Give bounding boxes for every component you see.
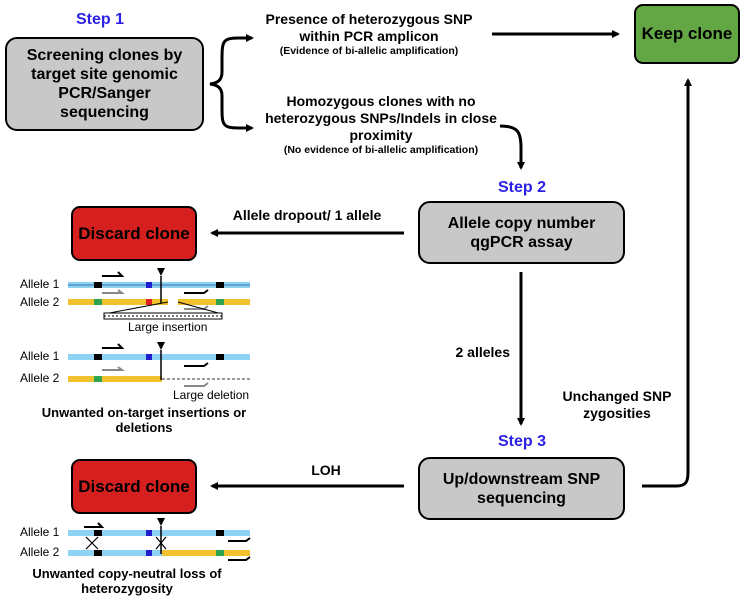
arrow-unchanged xyxy=(642,78,692,488)
allele-dropout-label: Allele dropout/ 1 allele xyxy=(232,207,382,223)
step3-label: Step 3 xyxy=(497,433,546,450)
discard-clone-box-2: Discard clone xyxy=(71,459,197,514)
allele2-label-b: Allele 2 xyxy=(20,371,60,385)
het-snp-main: Presence of heterozygous SNP within PCR … xyxy=(265,11,473,44)
keep-clone-box: Keep clone xyxy=(634,4,740,64)
homozygous-main: Homozygous clones with no heterozygous S… xyxy=(265,93,497,143)
allele1-label-b: Allele 1 xyxy=(20,349,60,363)
step1-label: Step 1 xyxy=(75,11,124,28)
step2-label: Step 2 xyxy=(497,179,546,196)
ontarget-caption: Unwanted on-target insertions or deletio… xyxy=(41,405,247,435)
het-snp-label: Presence of heterozygous SNP within PCR … xyxy=(250,11,488,58)
het-snp-note: (Evidence of bi-allelic amplification) xyxy=(279,45,459,57)
discard-clone-box-1: Discard clone xyxy=(71,206,197,261)
loh-label: LOH xyxy=(311,462,341,478)
curly-brace xyxy=(209,36,239,130)
two-alleles-label: 2 alleles xyxy=(455,344,511,360)
deletion-diagram xyxy=(68,342,250,387)
loh-caption: Unwanted copy-neutral loss of heterozygo… xyxy=(32,566,222,596)
allele1-label-c: Allele 1 xyxy=(20,525,60,539)
arrow-to-step2 xyxy=(499,124,525,170)
large-deletion-label: Large deletion xyxy=(173,388,250,402)
snp-sequencing-box: Up/downstream SNP sequencing xyxy=(418,457,625,520)
homozygous-label: Homozygous clones with no heterozygous S… xyxy=(250,93,512,157)
homozygous-note: (No evidence of bi-allelic amplification… xyxy=(283,144,479,156)
insertion-diagram xyxy=(68,268,250,320)
loh-diagram xyxy=(68,518,251,561)
allele2-label-c: Allele 2 xyxy=(20,545,60,559)
allele1-label-a: Allele 1 xyxy=(20,277,60,291)
large-insertion-label: Large insertion xyxy=(128,320,208,334)
allele2-label-a: Allele 2 xyxy=(20,295,60,309)
unchanged-snp-label: Unchanged SNP zygosities xyxy=(562,388,672,421)
screening-box: Screening clones by target site genomic … xyxy=(5,37,204,131)
qpcr-box: Allele copy number qgPCR assay xyxy=(418,201,625,264)
